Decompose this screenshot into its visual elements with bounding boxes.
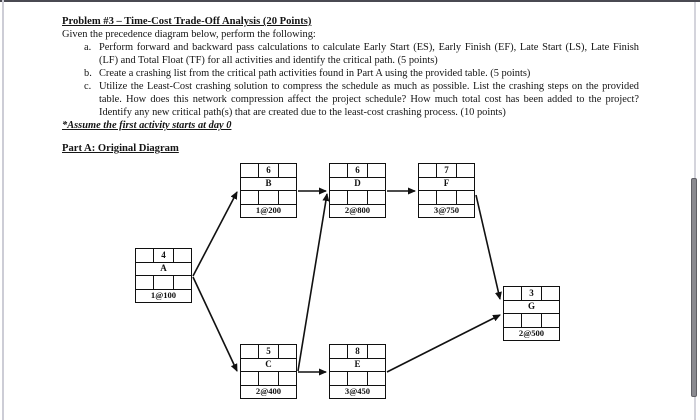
ef-cell [368,345,385,358]
es-cell [241,164,258,177]
lf-cell [542,314,559,327]
ef-cell [279,345,296,358]
node-label: B [241,176,296,191]
ef-cell [542,287,559,300]
section-heading: Part A: Original Diagram [62,143,179,154]
ls-cell [504,314,521,327]
node-duration: 6 [258,164,279,177]
tf-cell [153,276,174,289]
node-duration: 7 [436,164,457,177]
es-cell [241,345,258,358]
tf-cell [347,372,368,385]
edge-c-d [297,193,330,372]
lf-cell [368,191,385,204]
node-label: C [241,357,296,372]
es-cell [419,164,436,177]
task-item-c: c. Utilize the Least-Cost crashing solut… [62,80,639,119]
ls-cell [330,191,347,204]
ls-cell [419,191,436,204]
tf-cell [347,191,368,204]
node-duration: 8 [347,345,368,358]
node-crash-cost: 1@200 [241,203,296,218]
es-cell [504,287,521,300]
edge-a-c [192,276,238,372]
task-item-a: a. Perform forward and backward pass cal… [62,41,639,67]
task-text-c: Utilize the Least-Cost crashing solution… [99,81,639,118]
ls-cell [136,276,153,289]
node-crash-cost: 3@450 [330,384,385,399]
task-text-b: Create a crashing list from the critical… [99,68,531,79]
node-duration: 5 [258,345,279,358]
ef-cell [368,164,385,177]
edge-e-g [386,314,501,373]
node-crash-cost: 3@750 [419,203,474,218]
page-left-edge [2,0,4,420]
activity-node-d: 6 D 2@800 [329,163,386,218]
node-duration: 6 [347,164,368,177]
ls-cell [241,191,258,204]
es-cell [330,345,347,358]
activity-node-a: 4 A 1@100 [135,248,192,303]
ef-cell [174,249,191,262]
page-title: Problem #3 – Time-Cost Trade-Off Analysi… [62,16,312,27]
node-label: D [330,176,385,191]
assumption-note: *Assume the first activity starts at day… [62,120,232,131]
tf-cell [258,372,279,385]
node-crash-cost: 1@100 [136,288,191,303]
node-crash-cost: 2@500 [504,326,559,341]
node-label: E [330,357,385,372]
ef-cell [279,164,296,177]
task-marker-c: c. [84,81,92,92]
node-duration: 3 [521,287,542,300]
lf-cell [457,191,474,204]
task-marker-b: b. [84,68,92,79]
lf-cell [279,372,296,385]
edge-f-g [475,194,502,300]
tf-cell [258,191,279,204]
lf-cell [174,276,191,289]
activity-node-g: 3 G 2@500 [503,286,560,341]
es-cell [330,164,347,177]
es-cell [136,249,153,262]
edge-a-b [192,191,238,277]
task-item-b: b. Create a crashing list from the criti… [62,67,639,80]
problem-statement: Problem #3 – Time-Cost Trade-Off Analysi… [62,15,639,155]
node-label: F [419,176,474,191]
node-crash-cost: 2@400 [241,384,296,399]
lf-cell [279,191,296,204]
ef-cell [457,164,474,177]
node-duration: 4 [153,249,174,262]
tf-cell [521,314,542,327]
task-marker-a: a. [84,42,92,53]
activity-node-b: 6 B 1@200 [240,163,297,218]
intro-text: Given the precedence diagram below, perf… [62,29,316,40]
node-crash-cost: 2@800 [330,203,385,218]
scrollbar-thumb[interactable] [691,178,697,397]
node-label: G [504,299,559,314]
activity-node-c: 5 C 2@400 [240,344,297,399]
activity-node-f: 7 F 3@750 [418,163,475,218]
ls-cell [241,372,258,385]
page-top-edge [0,0,700,2]
node-label: A [136,261,191,276]
task-text-a: Perform forward and backward pass calcul… [99,42,639,66]
tf-cell [436,191,457,204]
lf-cell [368,372,385,385]
ls-cell [330,372,347,385]
activity-node-e: 8 E 3@450 [329,344,386,399]
